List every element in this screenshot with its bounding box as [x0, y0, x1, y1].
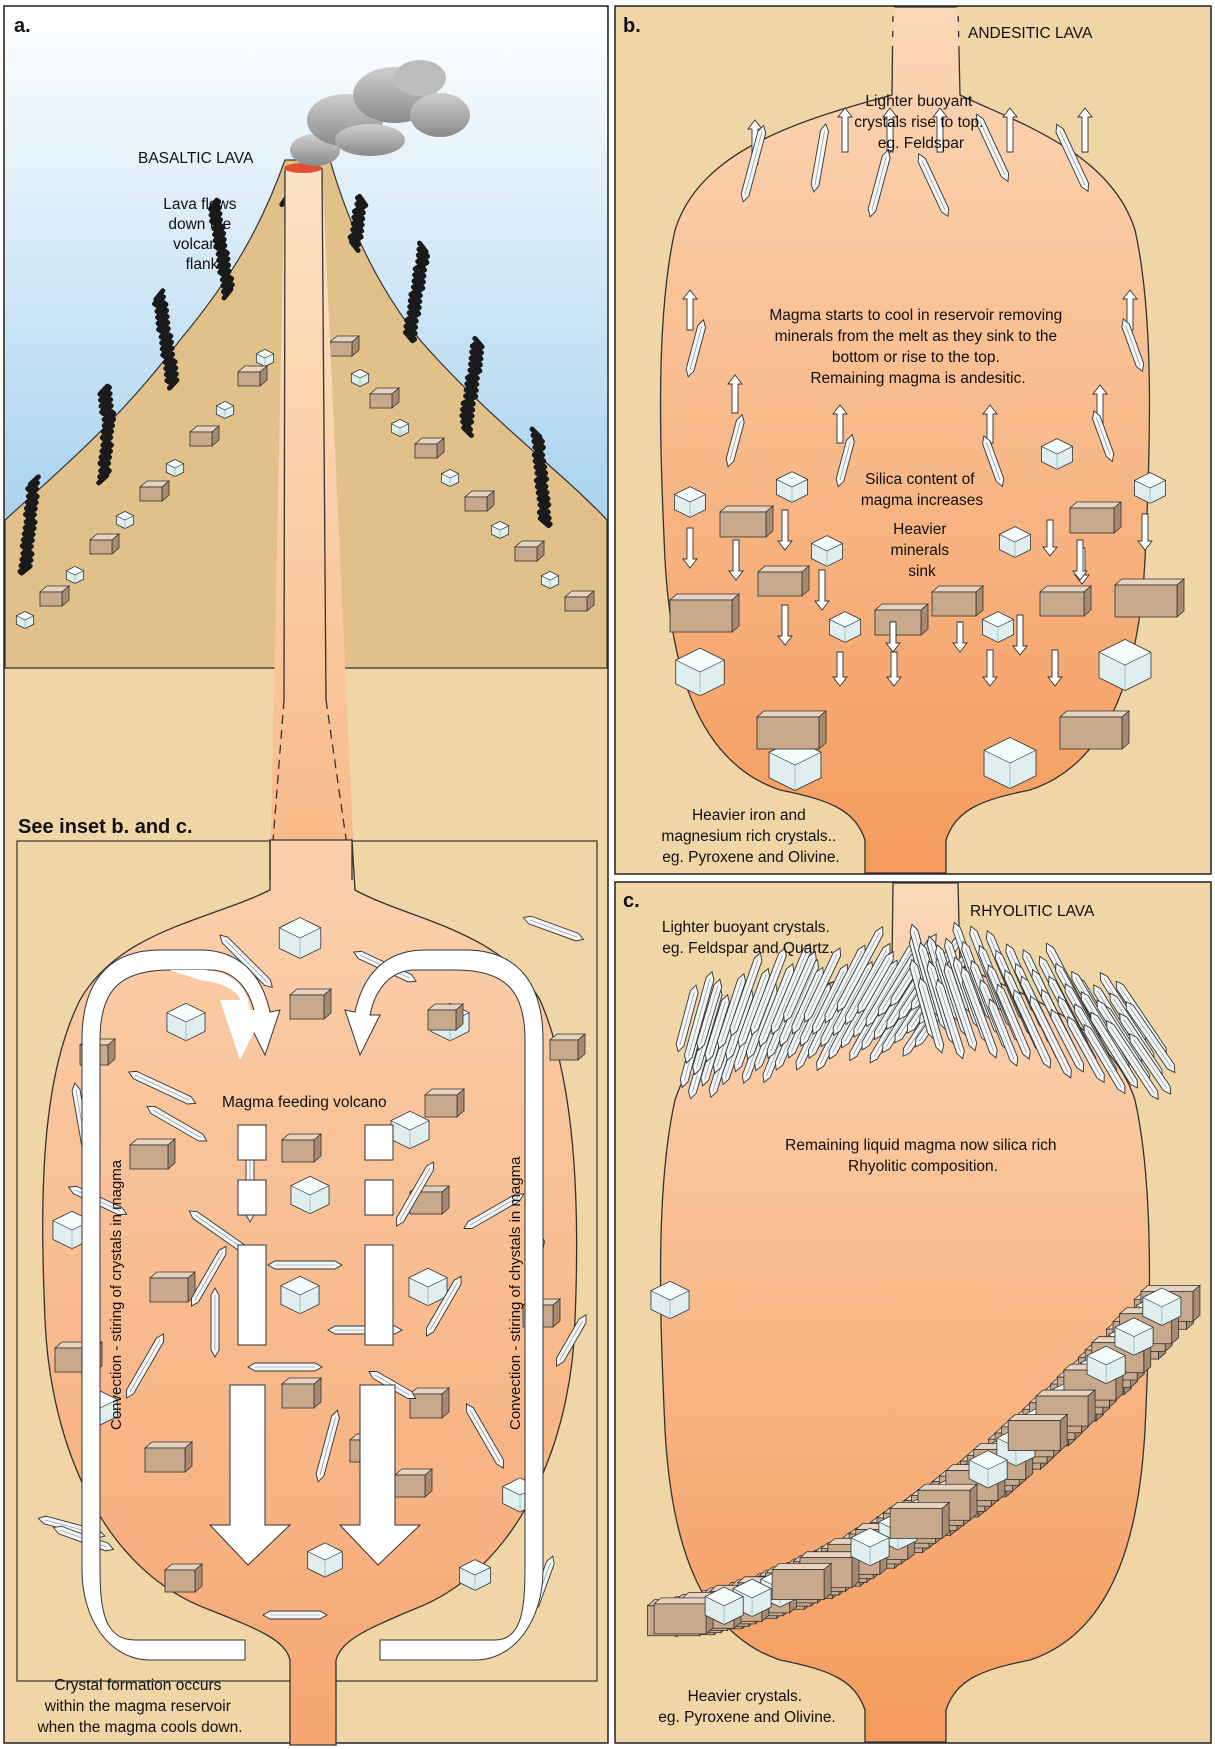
brown-crystal — [932, 586, 983, 616]
pale-crystal — [116, 512, 133, 529]
rhyolitic-lava-title: RHYOLITIC LAVA — [970, 903, 1095, 920]
inset-title: See inset b. and c. — [18, 816, 193, 838]
brown-crystal — [772, 1564, 831, 1600]
brown-crystal — [282, 1378, 321, 1408]
needle-crystal — [268, 1261, 342, 1269]
brown-crystal — [875, 604, 928, 635]
brown-crystal — [150, 1272, 195, 1302]
panel-c-letter: c. — [623, 890, 640, 912]
brown-crystal — [40, 586, 69, 606]
brown-crystal — [415, 438, 444, 458]
brown-crystal — [395, 1469, 432, 1497]
brown-crystal — [515, 541, 544, 561]
panel-a: a. BASALTIC LAVA Lava flows down the vol… — [4, 6, 608, 1745]
brown-crystal — [428, 1004, 463, 1030]
pale-crystal — [351, 370, 368, 387]
brown-crystal — [370, 388, 399, 408]
brown-crystal — [238, 366, 267, 386]
panel-b: b. ANDESITIC LAVA Lighter buoyant crysta… — [615, 6, 1211, 874]
brown-crystal — [550, 1034, 585, 1060]
brown-crystal — [465, 491, 494, 511]
brown-crystal — [1070, 502, 1121, 533]
brown-crystal — [282, 1134, 321, 1162]
brown-crystal — [1060, 711, 1129, 749]
basaltic-lava-title: BASALTIC LAVA — [138, 150, 254, 167]
reservoir-label: Magma feeding volcano — [222, 1094, 387, 1111]
brown-crystal — [758, 566, 809, 596]
pale-crystal — [216, 402, 233, 419]
panel-b-letter: b. — [623, 15, 641, 37]
brown-crystal — [130, 1139, 175, 1169]
brown-crystal — [330, 336, 359, 356]
pale-crystal — [66, 567, 83, 584]
brown-crystal — [670, 594, 739, 632]
panel-a-letter: a. — [14, 15, 31, 37]
brown-crystal — [90, 534, 119, 554]
brown-crystal — [720, 506, 773, 537]
brown-crystal — [190, 426, 219, 446]
needle-crystal — [263, 1611, 327, 1619]
brown-crystal — [890, 1502, 949, 1538]
brown-crystal — [1008, 1415, 1067, 1451]
pale-crystal — [16, 612, 33, 629]
pale-crystal — [541, 572, 558, 589]
andesitic-lava-title: ANDESITIC LAVA — [968, 25, 1093, 42]
brown-crystal — [757, 711, 826, 749]
pale-crystal — [166, 460, 183, 477]
panel-a-bottom-caption: Crystal formation occurs within the magm… — [36, 1677, 242, 1736]
brown-crystal — [410, 1388, 449, 1418]
brown-crystal — [565, 591, 594, 611]
pale-crystal — [391, 420, 408, 437]
needle-crystal — [211, 1288, 219, 1357]
needle-crystal — [248, 1363, 322, 1371]
pale-crystal — [441, 470, 458, 487]
brown-crystal — [425, 1089, 464, 1117]
brown-crystal — [290, 989, 331, 1019]
brown-crystal — [654, 1598, 713, 1634]
brown-crystal — [1115, 579, 1184, 617]
brown-crystal — [145, 1442, 192, 1472]
pale-crystal — [491, 522, 508, 539]
brown-crystal — [165, 1564, 202, 1592]
brown-crystal — [1040, 586, 1091, 616]
brown-crystal — [140, 481, 169, 501]
convection-left-label: Convection - stiring of crystals in magm… — [108, 1159, 125, 1430]
convection-right-label: Convection - stiring of chystals in magm… — [507, 1156, 524, 1430]
panel-c: c. RHYOLITIC LAVA Lighter buoyant crysta… — [615, 882, 1211, 1743]
pale-crystal — [256, 350, 273, 367]
